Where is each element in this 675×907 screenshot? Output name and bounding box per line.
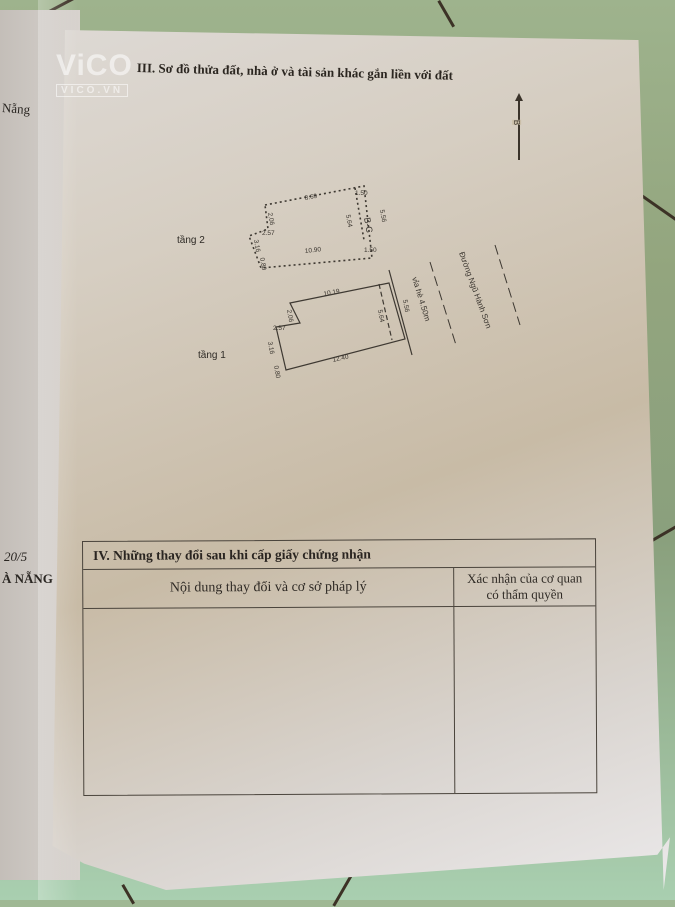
north-arrow-icon [515,93,523,160]
left-page-text-city: À NẴNG [2,571,53,586]
dim-floor1-step: 2.57 [273,325,286,332]
dim-floor2-1-50-bottom: 1.50 [364,247,377,254]
street-label: Đường Ngũ Hành Sơn [457,251,493,330]
dim-floor1-top: 10.19 [323,288,341,298]
street-edge-lines [429,244,521,346]
floor1-dimensions: 10.19 5.56 2.06 5.64 2.57 3.16 0.80 12.4… [266,288,410,379]
dim-floor1-left: 3.16 [266,341,275,355]
dim-floor2-top: 8.69 [304,193,318,202]
dim-floor1-bottom: 12.40 [332,353,350,364]
dim-floor2-1-50-top: 1.50 [355,190,368,197]
dim-floor2-corner: 0.80 [258,257,267,271]
floor1-label: tầng 1 [198,350,226,361]
page-fold-highlight [38,0,78,900]
watermark-url: VICO.VN [56,84,129,97]
watermark-logo: ViCO [56,49,133,82]
change-content-cell [83,607,456,795]
dim-floor2-notch: 2.06 [266,212,275,226]
header-authority-confirmation: Xác nhận của cơ quan có thẩm quyền [454,567,595,606]
floor2-label: tầng 2 [177,235,205,246]
dim-floor1-notch: 2.06 [285,309,294,323]
dim-floor1-corner: 0.80 [272,365,281,379]
floor2-dimensions: 8.69 1.50 5.56 2.06 5.64 B-C 2.57 3.16 1… [252,190,387,271]
sidewalk-label: vỉa hè 4.50m [410,276,432,323]
header-authority-line1: Xác nhận của cơ quan [467,570,583,586]
dim-floor2-bottom: 10.90 [304,246,321,255]
label-floor2-bc: B-C [362,217,375,234]
changes-table-body [83,606,596,795]
authority-confirmation-cell [454,606,596,793]
dim-floor2-inner: 5.64 [344,214,353,228]
floor1-outline [275,269,413,371]
dim-floor1-right: 5.56 [401,299,410,313]
dim-floor2-step: 2.57 [262,230,275,237]
dim-floor2-right: 5.56 [378,209,387,223]
header-change-content: Nội dung thay đổi và cơ sở pháp lý [83,568,455,608]
vico-watermark: ViCO VICO.VN [56,49,133,98]
section4-title: IV. Những thay đổi sau khi cấp giấy chứn… [83,539,596,570]
changes-table-header: Nội dung thay đổi và cơ sở pháp lý Xác n… [83,567,596,609]
header-authority-line2: có thẩm quyền [486,586,564,602]
dim-floor1-inner: 5.64 [376,309,385,323]
dim-floor2-left: 3.16 [252,239,261,253]
certificate-page [52,30,670,890]
changes-table: IV. Những thay đổi sau khi cấp giấy chứn… [82,538,598,796]
floor2-outline [247,185,373,269]
left-page-text-date: 20/5 [4,549,28,564]
